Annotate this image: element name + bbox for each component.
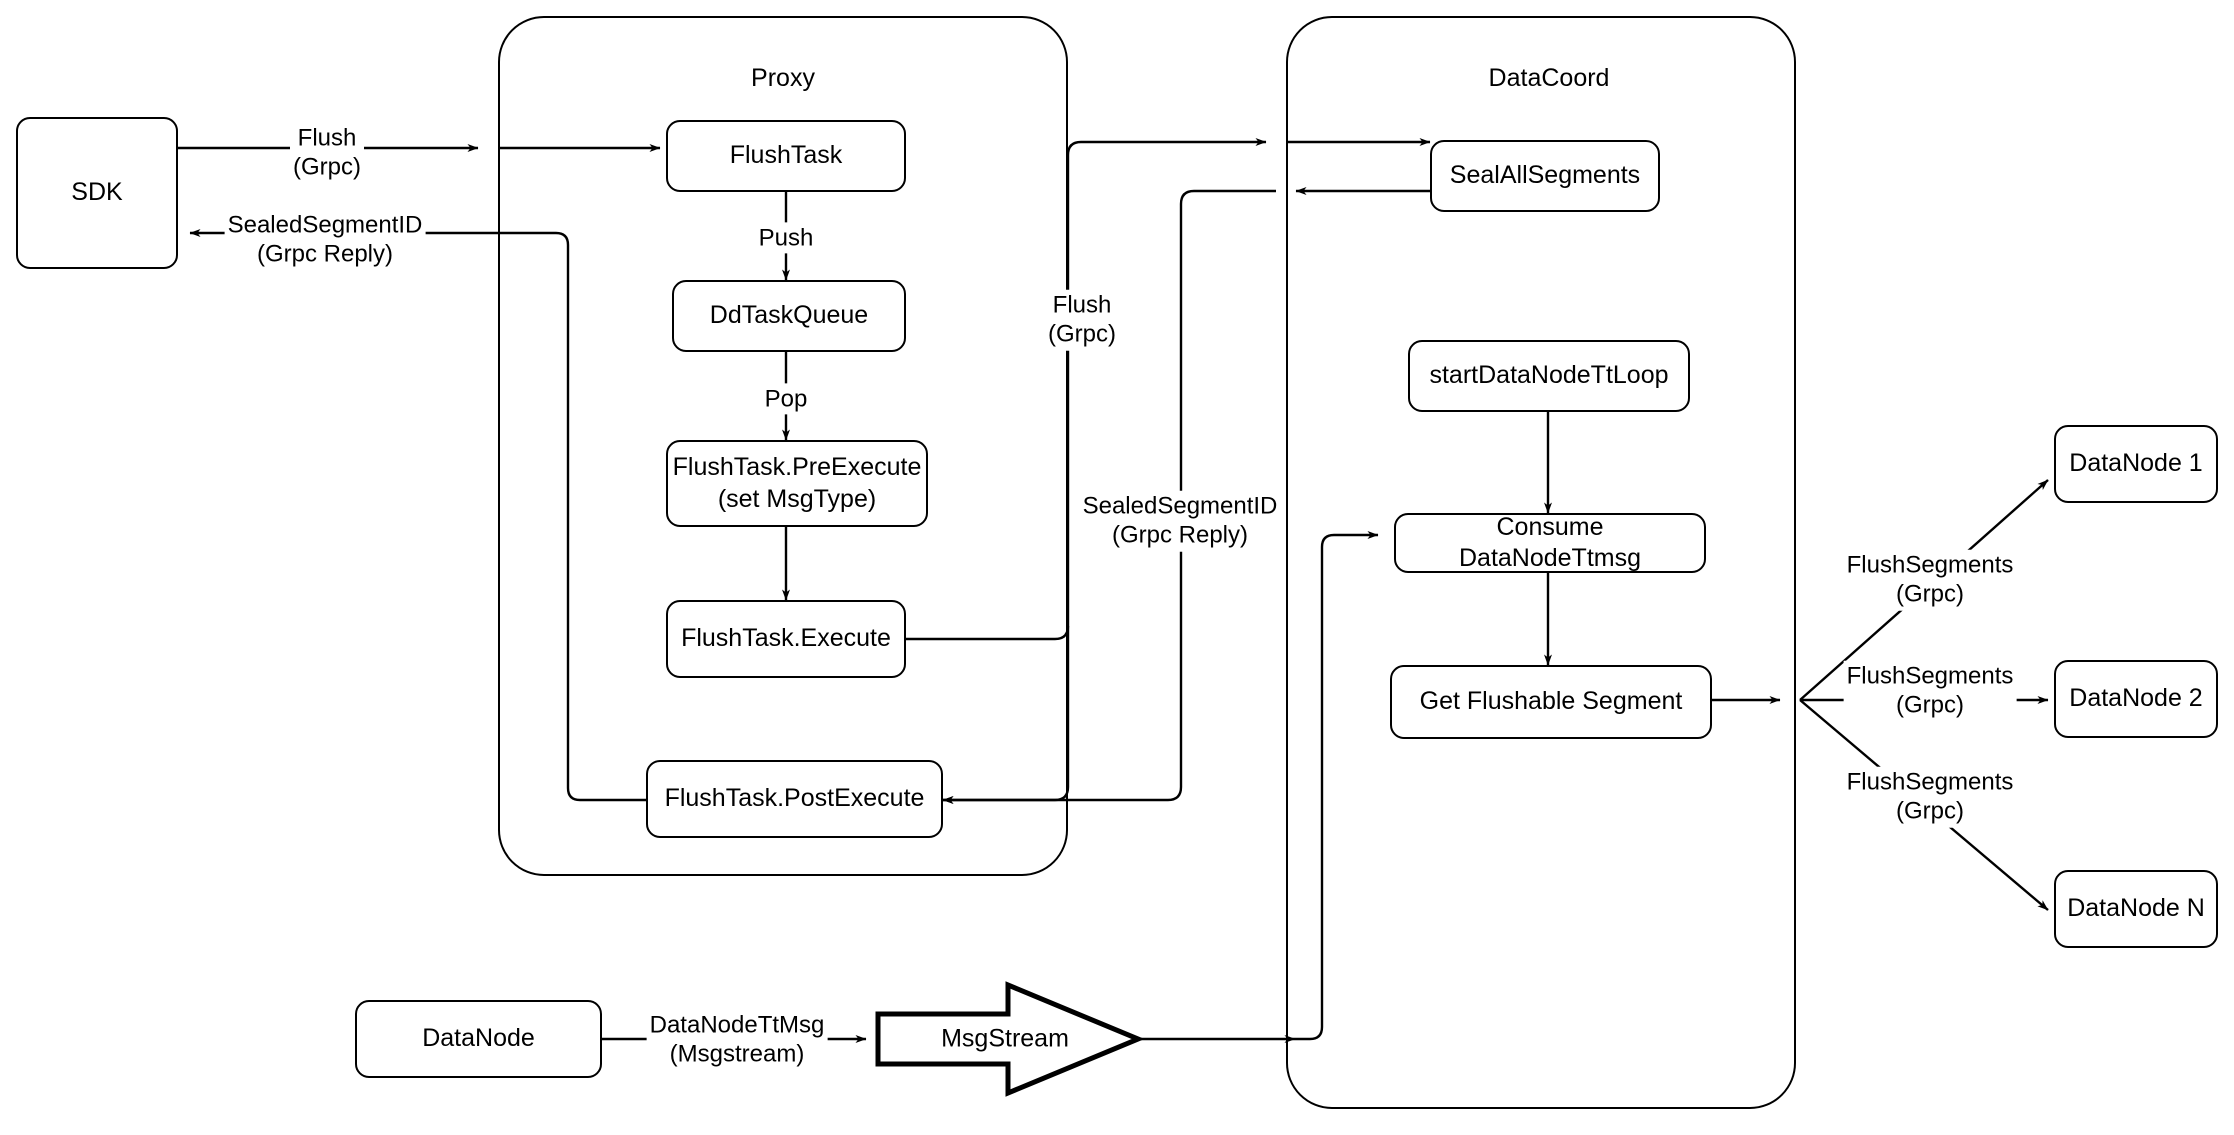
edge-postexecute-to-sdk — [189, 229, 646, 802]
node-flushtask-postexecute[interactable]: FlushTask.PostExecute — [646, 760, 943, 838]
edge-label-line2: (Grpc Reply) — [1111, 522, 1249, 549]
container-datacoord-title: DataCoord — [1488, 64, 1610, 92]
edge-label-line2: (Grpc) — [1896, 581, 1964, 608]
edge-label-line2: (Grpc) — [1896, 798, 1964, 825]
edge-label-line1: Flush — [1052, 291, 1112, 319]
edge-label-datacoord-to-proxy: SealedSegmentID(Grpc Reply) — [1079, 490, 1281, 552]
container-datacoord — [1286, 16, 1796, 1109]
edge-label-line2: (Msgstream) — [669, 1041, 805, 1068]
edge-label-line2: (Grpc) — [1896, 692, 1964, 719]
node-sdk[interactable]: SDK — [16, 117, 178, 269]
edge-label-proxy-to-datacoord: Flush(Grpc) — [1045, 289, 1119, 351]
edge-label-pop: Pop — [761, 383, 811, 415]
edge-label-flushsegments-n: FlushSegments(Grpc) — [1843, 766, 2017, 828]
node-flushtask-execute[interactable]: FlushTask.Execute — [666, 600, 906, 678]
edge-label-line1: FlushSegments — [1846, 662, 2014, 690]
edge-execute-to-datacoord — [906, 138, 1267, 641]
edge-label-flushsegments-2: FlushSegments(Grpc) — [1843, 660, 2017, 722]
edge-label-line1: SealedSegmentID — [1082, 492, 1278, 520]
node-get-flushable-segment[interactable]: Get Flushable Segment — [1390, 665, 1712, 739]
edge-label-sdk-to-proxy: Flush(Grpc) — [290, 122, 364, 184]
node-startdatanodettloop[interactable]: startDataNodeTtLoop — [1408, 340, 1690, 412]
edge-label-push: Push — [755, 222, 817, 254]
edge-label-line1: Flush — [297, 124, 357, 152]
edge-proxy-return-line — [942, 626, 1070, 804]
edge-label-line2: (Grpc Reply) — [256, 241, 394, 268]
node-sealallsegments[interactable]: SealAllSegments — [1430, 140, 1660, 212]
container-proxy-title: Proxy — [751, 64, 815, 92]
edge-label-proxy-to-sdk: SealedSegmentID(Grpc Reply) — [224, 209, 426, 271]
node-datanode[interactable]: DataNode — [355, 1000, 602, 1078]
node-ddtaskqueue[interactable]: DdTaskQueue — [672, 280, 906, 352]
node-flushtask-preexecute[interactable]: FlushTask.PreExecute (set MsgType) — [666, 440, 928, 527]
node-datanode-2[interactable]: DataNode 2 — [2054, 660, 2218, 738]
node-consume-datanodettmsg[interactable]: Consume DataNodeTtmsg — [1394, 513, 1706, 573]
edge-label-line1: Pop — [764, 385, 808, 413]
msgstream-arrow-shape — [875, 981, 1145, 1097]
edge-label-line1: SealedSegmentID — [227, 211, 423, 239]
node-datanode-1[interactable]: DataNode 1 — [2054, 425, 2218, 503]
node-flushtask[interactable]: FlushTask — [666, 120, 906, 192]
edge-label-line2: (Grpc) — [1048, 321, 1116, 348]
node-datanode-n[interactable]: DataNode N — [2054, 870, 2218, 948]
edge-label-line1: DataNodeTtMsg — [649, 1011, 825, 1039]
edge-label-line1: Push — [758, 224, 814, 252]
edge-label-line1: FlushSegments — [1846, 768, 2014, 796]
container-proxy — [498, 16, 1068, 876]
edge-label-flushsegments-1: FlushSegments(Grpc) — [1843, 549, 2017, 611]
edge-datacoordedge-to-consume — [1295, 531, 1379, 1041]
msgstream-label: MsgStream — [941, 1024, 1069, 1053]
edge-label-line2: (Grpc) — [293, 154, 361, 181]
edge-label-datanode-ttmsg: DataNodeTtMsg(Msgstream) — [646, 1009, 828, 1071]
edge-label-line1: FlushSegments — [1846, 551, 2014, 579]
